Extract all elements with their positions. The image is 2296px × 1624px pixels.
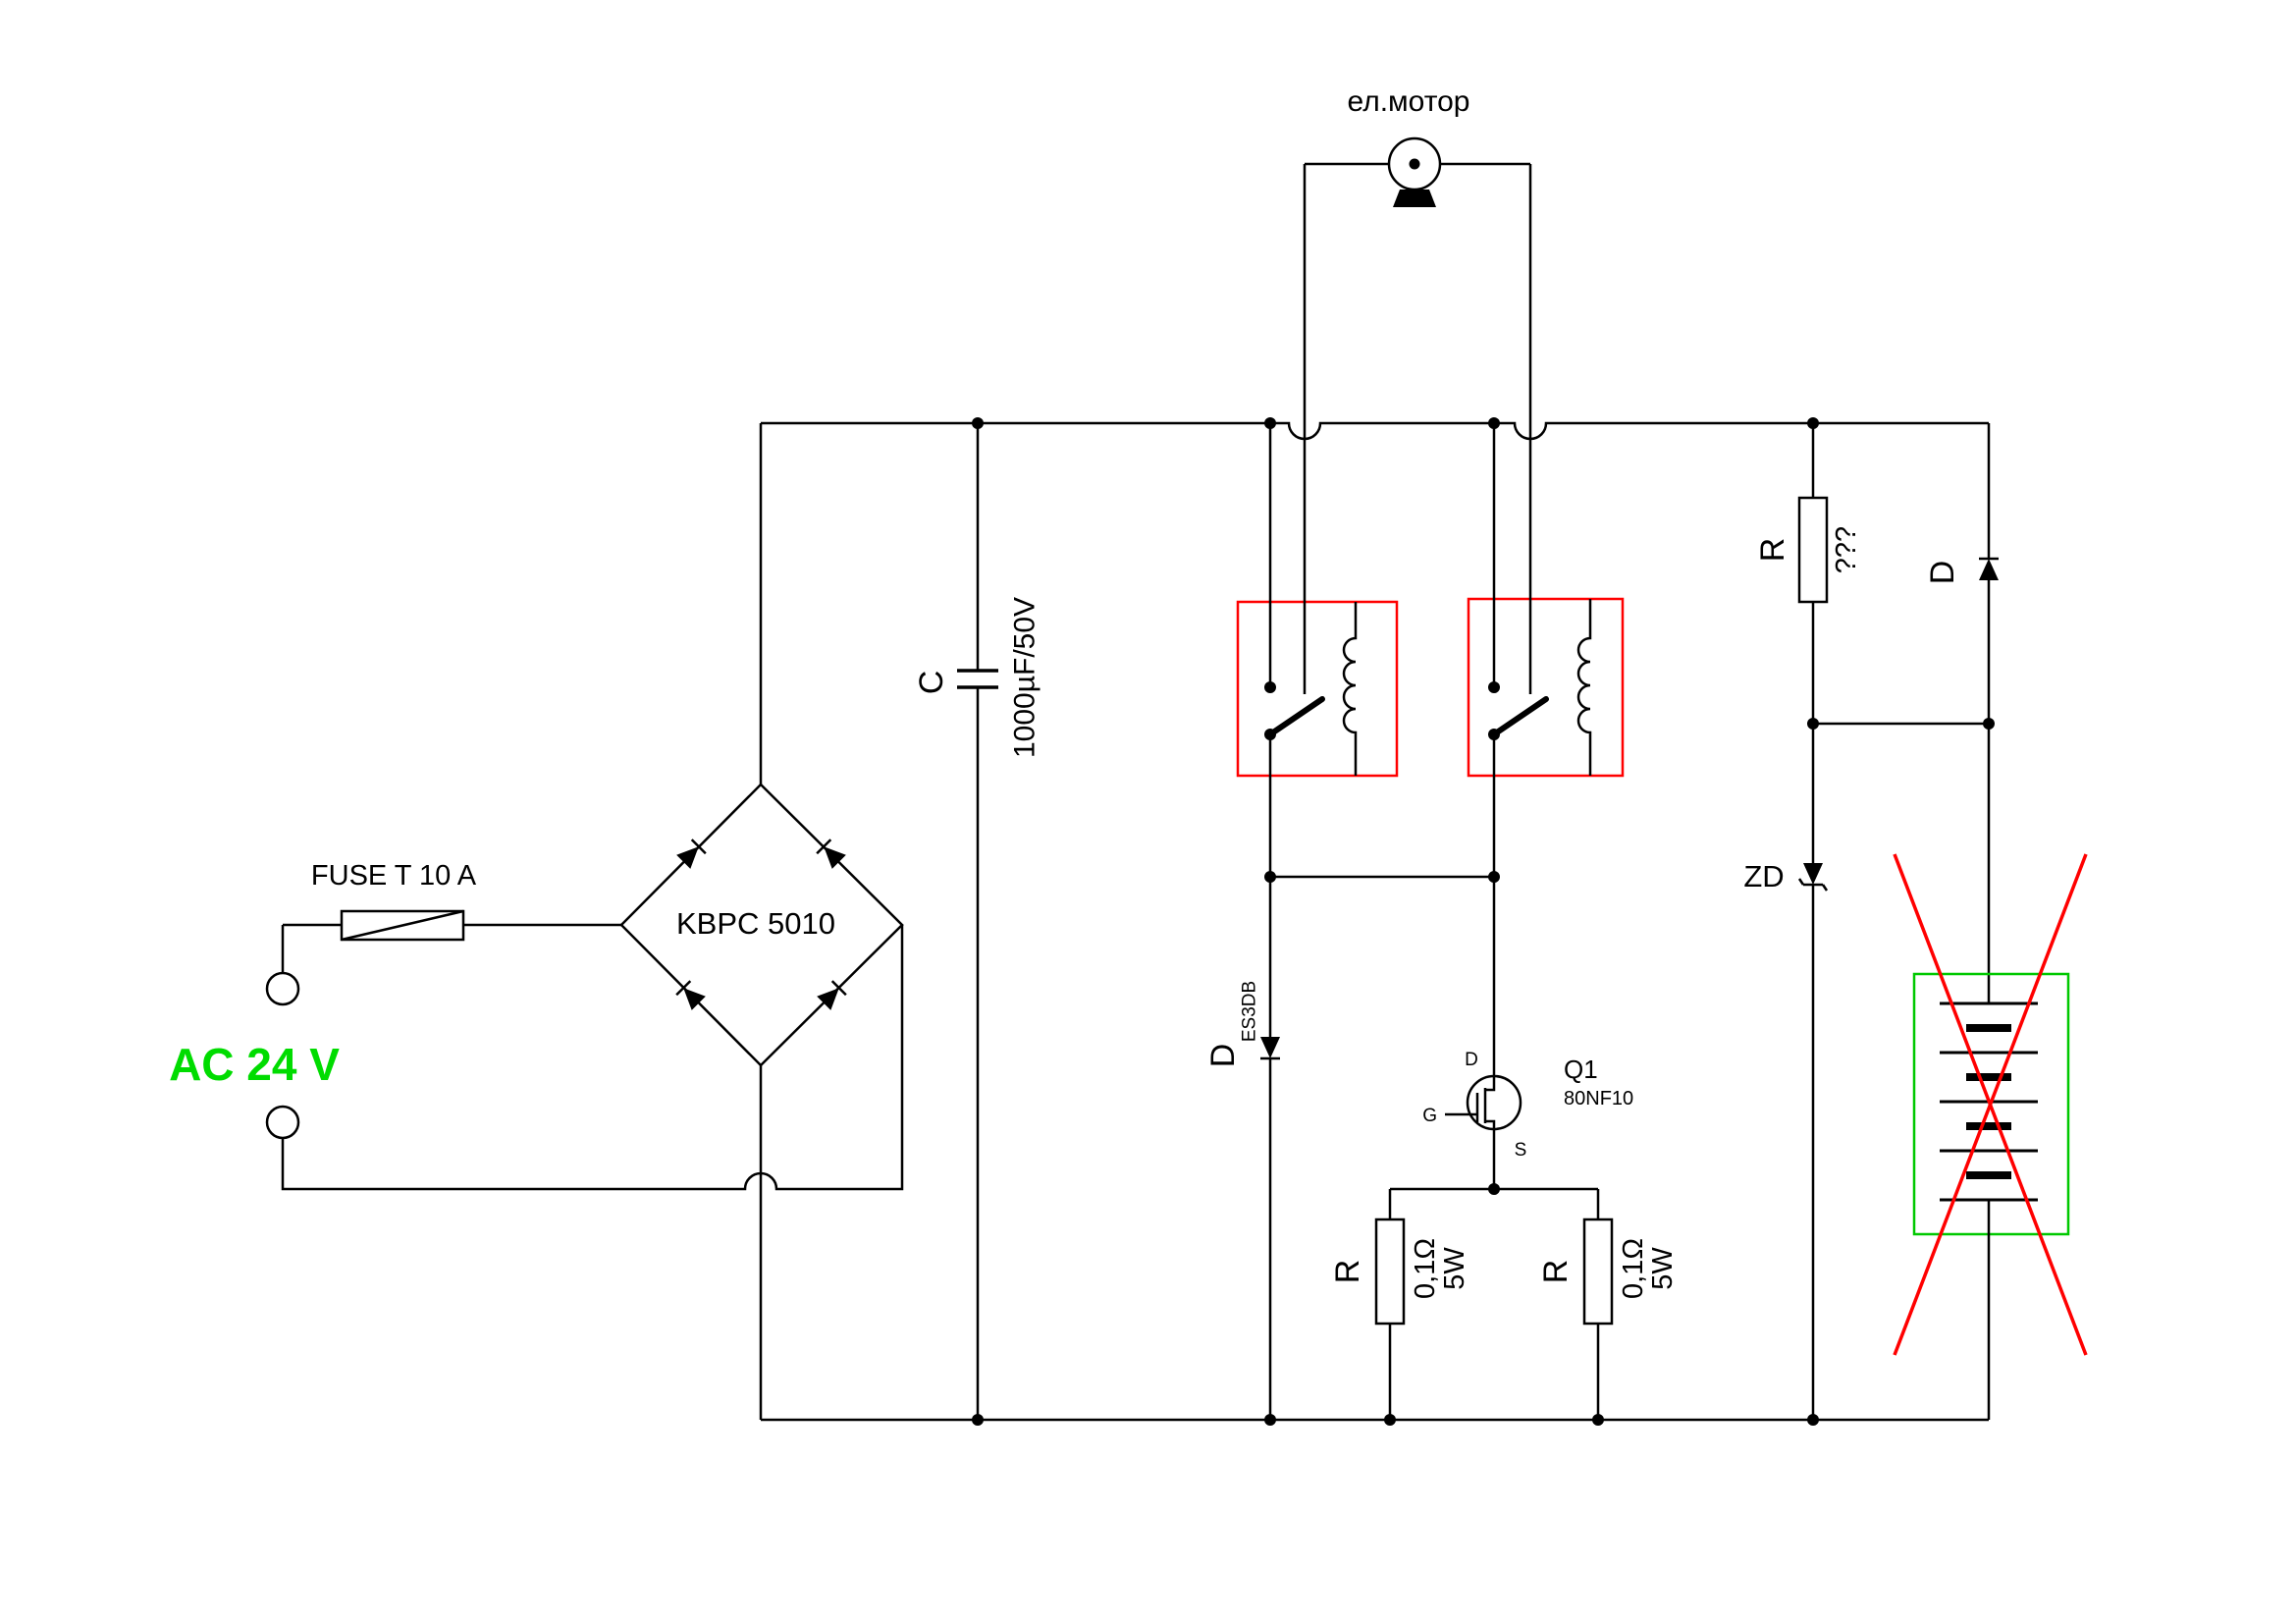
junction-dot [1592,1414,1604,1426]
resistor-r1-value: 0,1Ω [1410,1238,1441,1299]
junction-dot [972,1414,984,1426]
relay-1-frame [1236,600,1399,778]
mosfet-pin-gate: G [1422,1106,1437,1126]
mosfet-part: 80NF10 [1564,1088,1633,1110]
diode-icon [1260,1037,1280,1060]
bridge-rectifier [619,423,904,1420]
flyback-diode [1260,877,1280,1420]
fuse-label: FUSE T 10 A [311,860,477,892]
bridge-diode-icon [817,980,847,1010]
capacitor-ref: C [913,671,950,695]
junction-dot [1264,871,1276,883]
ac-terminal-bottom [265,1105,300,1140]
resistor-r2-ref: R [1537,1260,1575,1284]
ac-input [265,909,904,1191]
fuse [340,909,465,942]
bridge-label: KBPC 5010 [676,906,835,941]
relay-2-frame [1467,597,1625,778]
resistor-r2-power: 5W [1647,1247,1679,1290]
resistor-r3-ref: R [1754,538,1791,563]
relay-1 [1236,423,1399,877]
capacitor-value: 1000µF/50V [1009,597,1041,758]
bridge-diode-icon [675,980,706,1010]
right-diode-icon [1979,557,1999,580]
mosfet-q1 [1445,877,1522,1189]
ac-source-label: AC 24 V [169,1039,340,1090]
junction-dot [1384,1414,1396,1426]
resistor-r1-body [1374,1218,1406,1326]
zener-diode-ref: ZD [1743,859,1784,893]
shunt-resistors [1374,1187,1614,1420]
bridge-diode-icon [816,839,846,869]
relay-1-lever [1267,696,1325,737]
resistor-r3-body [1797,496,1829,604]
resistor-r2-value: 0,1Ω [1618,1238,1649,1299]
ac-return-wire [281,925,904,1191]
junction-dot [1807,1414,1819,1426]
junction-dot [1264,1414,1276,1426]
resistor-r1-power: 5W [1439,1247,1470,1290]
battery-frame [1912,972,2070,1236]
relay-1-coil [1342,602,1358,776]
junction-dot [1807,718,1819,730]
cross-out-line [1893,853,2088,1356]
junction-dot [972,417,984,429]
junction-dot [1488,417,1500,429]
mosfet-pin-drain: D [1465,1050,1478,1070]
battery-branch [1893,423,2088,1420]
flyback-diode-ref: D [1204,1044,1242,1068]
sense-branch [1797,423,1989,1420]
flyback-diode-part: ES3DB [1240,981,1260,1042]
junction-dots [972,417,1995,1426]
junction-dot [1983,718,1995,730]
relay-2-lever [1491,696,1549,737]
right-diode-ref: D [1924,561,1961,585]
motor-label: ел.мотор [1348,85,1470,118]
motor-base [1393,189,1436,207]
positive-bus [761,421,1989,441]
resistor-r1-ref: R [1329,1260,1366,1284]
labels: ел.мотор FUSE T 10 A AC 24 V KBPC 5010 C… [169,85,1961,1299]
junction-dot [1488,871,1500,883]
mosfet-pin-source: S [1515,1140,1527,1161]
bridge-diode-icon [676,839,707,869]
junction-dot [1488,1183,1500,1195]
resistor-r3-value: ??? [1831,526,1862,573]
ac-terminal-top [265,971,300,1006]
capacitor [957,423,998,1420]
mosfet-ref: Q1 [1564,1055,1598,1084]
junction-dot [1264,417,1276,429]
relay-2-coil [1576,599,1592,776]
motor [1303,136,1532,423]
junction-dot [1807,417,1819,429]
resistor-r2-body [1582,1218,1614,1326]
relay-2 [1467,423,1625,877]
